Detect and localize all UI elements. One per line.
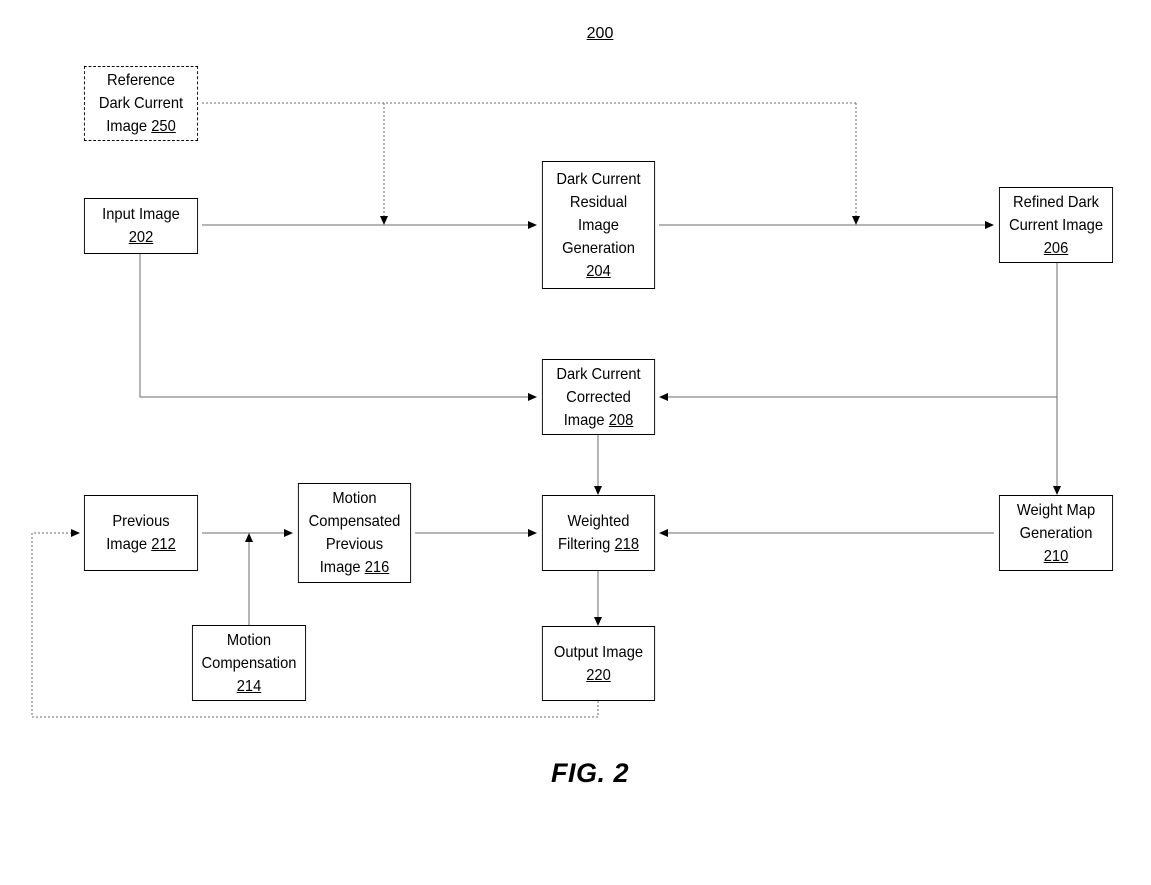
block-label: Motion bbox=[332, 490, 377, 507]
arrowhead-feedback-to-previous bbox=[71, 529, 80, 537]
figure-caption: FIG. 2 bbox=[550, 758, 629, 788]
reference-numeral: 212 bbox=[151, 536, 176, 553]
arrowhead-to-compensated bbox=[284, 529, 293, 537]
reference-numeral: 208 bbox=[608, 411, 634, 429]
block-label: Dark Current bbox=[98, 95, 184, 112]
reference-numeral: 220 bbox=[586, 666, 611, 684]
arrowhead-reference-left bbox=[380, 216, 388, 225]
block-label: Output Image bbox=[553, 643, 644, 661]
input-to-corrected-connector bbox=[139, 253, 529, 398]
weight-map-generation-block: Weight Map Generation 210 bbox=[998, 495, 1114, 571]
block-label: Filtering 218 bbox=[558, 533, 639, 556]
motion-compensation-block: Motion Compensation 214 bbox=[191, 625, 307, 701]
reference-numeral: 210 bbox=[1043, 547, 1069, 565]
weighted-filtering-block: Weighted Filtering 218 bbox=[541, 495, 656, 571]
block-label: Dark Current bbox=[556, 170, 641, 188]
reference-numeral: 218 bbox=[614, 536, 640, 553]
output-feedback-connector bbox=[31, 532, 599, 718]
block-label: Image 250 bbox=[106, 115, 176, 138]
arrowhead-to-weightmap bbox=[1053, 486, 1061, 495]
motion-compensated-previous-image-block: Motion Compensated Previous Image 216 bbox=[297, 483, 412, 583]
block-label: Compensated bbox=[308, 513, 401, 530]
block-label: Current Image bbox=[1008, 216, 1104, 234]
block-label: Previous bbox=[112, 513, 170, 530]
block-label-text: Image bbox=[106, 536, 148, 553]
arrowhead-corrected-to-filtering bbox=[594, 486, 602, 495]
block-label: Generation bbox=[1019, 524, 1093, 542]
block-label: Reference bbox=[107, 72, 175, 89]
block-label: Input Image bbox=[102, 206, 180, 223]
block-label: Image bbox=[578, 216, 619, 234]
input-image-block: Input Image 202 bbox=[83, 198, 199, 254]
arrowhead-reference-right bbox=[852, 216, 860, 225]
block-label-text: Image bbox=[319, 559, 361, 576]
arrowhead-refined-to-corrected bbox=[659, 393, 668, 401]
block-label: Image 208 bbox=[564, 409, 634, 432]
reference-numeral: 204 bbox=[586, 262, 611, 280]
block-label: Compensation bbox=[201, 654, 297, 672]
block-label: Refined Dark bbox=[1013, 193, 1099, 211]
diagram-number: 200 bbox=[586, 25, 614, 42]
reference-numeral: 202 bbox=[128, 229, 154, 246]
reference-numeral: 206 bbox=[1043, 239, 1069, 257]
dark-current-corrected-image-block: Dark Current Corrected Image 208 bbox=[541, 359, 656, 435]
reference-numeral: 216 bbox=[364, 559, 390, 576]
block-label: Weight Map bbox=[1016, 501, 1096, 519]
block-label: Dark Current bbox=[556, 365, 641, 383]
reference-to-branches-connector bbox=[202, 102, 857, 219]
block-label: Previous bbox=[325, 536, 384, 553]
block-label: Image 212 bbox=[106, 533, 176, 556]
refined-to-corrected-connector bbox=[668, 263, 1058, 398]
block-label: Image 216 bbox=[320, 556, 390, 579]
reference-numeral: 214 bbox=[236, 677, 262, 695]
arrowhead-compensated-to-filtering bbox=[528, 529, 537, 537]
arrowhead-weightmap-to-filtering bbox=[659, 529, 668, 537]
arrowhead-input-to-corrected bbox=[528, 393, 537, 401]
arrowhead-to-residual bbox=[528, 221, 537, 229]
block-label-text: Image bbox=[563, 411, 605, 429]
arrowhead-to-refined bbox=[985, 221, 994, 229]
block-label: Weighted bbox=[567, 513, 630, 530]
block-label-text: Filtering bbox=[557, 536, 611, 553]
refined-dark-current-image-block: Refined Dark Current Image 206 bbox=[998, 187, 1114, 263]
reference-numeral: 250 bbox=[151, 118, 176, 135]
previous-image-block: Previous Image 212 bbox=[83, 495, 199, 571]
block-label-text: Image bbox=[106, 118, 148, 135]
block-label: Motion bbox=[226, 631, 272, 649]
reference-dark-current-image-block: Reference Dark Current Image 250 bbox=[83, 66, 199, 141]
dark-current-residual-generation-block: Dark Current Residual Image Generation 2… bbox=[541, 161, 656, 289]
block-label: Generation bbox=[562, 239, 635, 257]
output-image-block: Output Image 220 bbox=[541, 626, 656, 701]
arrowhead-to-output bbox=[594, 617, 602, 626]
arrowhead-motion-compensation bbox=[245, 533, 253, 542]
block-label: Residual bbox=[569, 193, 628, 211]
block-label: Corrected bbox=[566, 388, 631, 406]
